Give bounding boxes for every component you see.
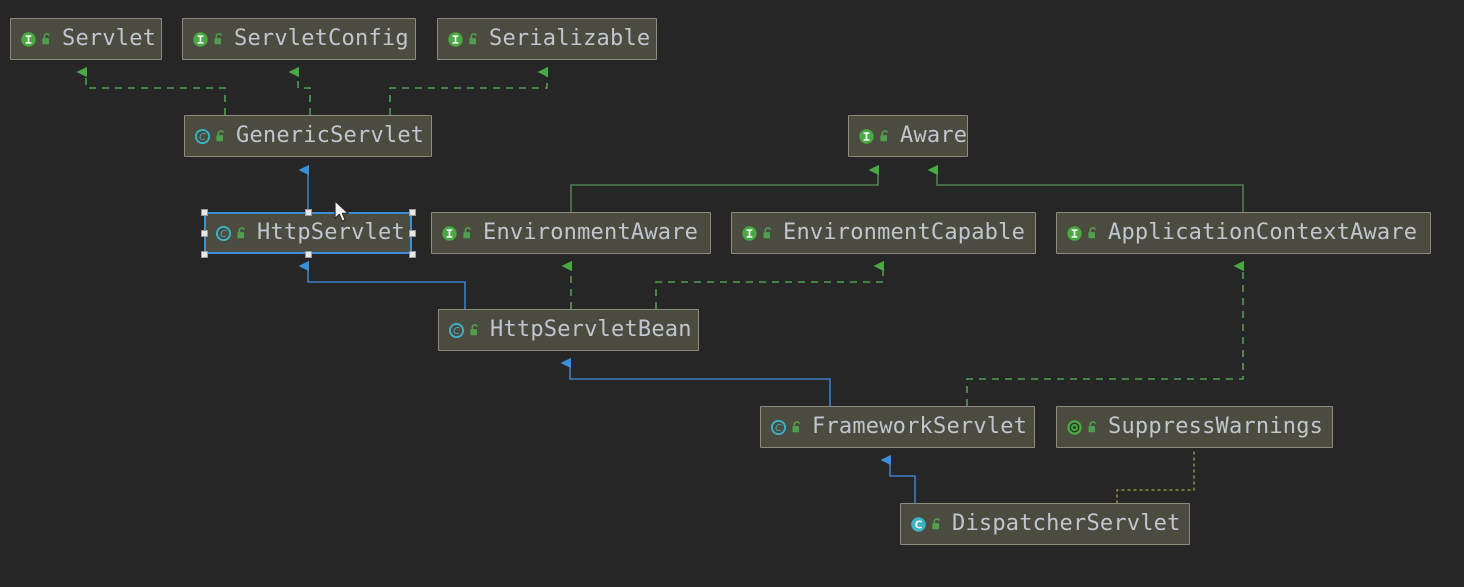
- edge-dispatcherservlet-to-suppresswarnings: [1116, 449, 1195, 504]
- unlocked-lock-icon: [880, 130, 888, 142]
- node-icons: C: [910, 516, 943, 533]
- resize-handle-s[interactable]: [304, 250, 312, 258]
- node-icons: C: [194, 128, 227, 145]
- interface-icon: [442, 225, 457, 241]
- annotation-icon: [1067, 419, 1082, 435]
- class-node-genericservlet[interactable]: C GenericServlet: [184, 115, 432, 157]
- class-node-label: ApplicationContextAware: [1108, 220, 1418, 245]
- resize-handle-e[interactable]: [408, 229, 416, 237]
- class-node-frameworkservlet[interactable]: C FrameworkServlet: [760, 406, 1035, 448]
- svg-text:C: C: [453, 326, 460, 337]
- abstract-class-icon: C: [448, 322, 465, 338]
- abstract-class-icon: C: [194, 128, 211, 144]
- edge-frameworkservlet-to-applicationcontextaware: [966, 260, 1244, 406]
- edge-genericservlet-to-servletconfig: [288, 66, 311, 115]
- interface-icon: [742, 225, 757, 241]
- resize-handle-w[interactable]: [200, 229, 208, 237]
- node-icons: C: [448, 322, 481, 339]
- class-node-label: Servlet: [62, 26, 157, 51]
- class-node-label: ServletConfig: [234, 26, 409, 51]
- unlocked-lock-icon: [470, 324, 478, 336]
- resize-handle-se[interactable]: [408, 250, 416, 258]
- class-node-label: DispatcherServlet: [952, 511, 1181, 536]
- class-node-dispatcherservlet[interactable]: C DispatcherServlet: [900, 503, 1190, 545]
- unlocked-lock-icon: [469, 33, 477, 45]
- unlocked-lock-icon: [1088, 227, 1096, 239]
- node-icons: [20, 31, 53, 48]
- resize-handle-ne[interactable]: [408, 208, 416, 216]
- edge-frameworkservlet-to-httpservletbean: [560, 357, 831, 406]
- node-icons: [192, 31, 225, 48]
- class-node-servletconfig[interactable]: ServletConfig: [182, 18, 416, 60]
- svg-text:C: C: [199, 132, 206, 143]
- resize-handle-n[interactable]: [304, 208, 312, 216]
- class-node-servlet[interactable]: Servlet: [10, 18, 162, 60]
- edge-genericservlet-to-serializable: [389, 66, 548, 115]
- unlocked-lock-icon: [214, 33, 222, 45]
- edge-applicationcontextaware-to-aware: [927, 164, 1244, 212]
- edge-environmentaware-to-aware: [570, 164, 879, 212]
- class-node-label: HttpServletBean: [490, 317, 692, 342]
- interface-icon: [448, 31, 463, 47]
- node-icons: [447, 31, 480, 48]
- interface-icon: [859, 128, 874, 144]
- abstract-class-icon: C: [770, 419, 787, 435]
- unlocked-lock-icon: [237, 227, 245, 239]
- interface-icon: [193, 31, 208, 47]
- class-node-aware[interactable]: Aware: [848, 115, 968, 157]
- class-node-httpservlet[interactable]: C HttpServlet: [204, 212, 412, 254]
- class-icon: C: [911, 516, 926, 532]
- unlocked-lock-icon: [763, 227, 771, 239]
- class-node-label: SuppressWarnings: [1108, 414, 1324, 439]
- node-icons: [858, 128, 891, 145]
- edge-genericservlet-to-servlet: [76, 66, 226, 115]
- edge-httpservletbean-to-environmentcapable: [655, 260, 884, 309]
- unlocked-lock-icon: [932, 518, 940, 530]
- abstract-class-icon: C: [215, 225, 232, 241]
- interface-icon: [21, 31, 36, 47]
- svg-text:C: C: [915, 519, 923, 531]
- node-icons: [741, 225, 774, 242]
- node-icons: [441, 225, 474, 242]
- class-node-label: EnvironmentAware: [483, 220, 699, 245]
- class-node-label: HttpServlet: [257, 220, 405, 245]
- interface-icon: [1067, 225, 1082, 241]
- class-node-environmentaware[interactable]: EnvironmentAware: [431, 212, 711, 254]
- node-icons: C: [770, 419, 803, 436]
- node-icons: C: [215, 225, 248, 242]
- svg-text:C: C: [220, 229, 227, 240]
- svg-text:C: C: [775, 423, 782, 434]
- unlocked-lock-icon: [216, 130, 224, 142]
- class-node-label: EnvironmentCapable: [783, 220, 1026, 245]
- unlocked-lock-icon: [42, 33, 50, 45]
- unlocked-lock-icon: [1088, 421, 1096, 433]
- class-node-serializable[interactable]: Serializable: [437, 18, 657, 60]
- resize-handle-sw[interactable]: [200, 250, 208, 258]
- edge-dispatcherservlet-to-frameworkservlet: [880, 454, 916, 503]
- class-node-httpservletbean[interactable]: C HttpServletBean: [438, 309, 699, 351]
- unlocked-lock-icon: [463, 227, 471, 239]
- unlocked-lock-icon: [792, 421, 800, 433]
- edge-httpservletbean-to-httpservlet: [298, 260, 466, 309]
- class-node-suppresswarnings[interactable]: SuppressWarnings: [1056, 406, 1333, 448]
- node-icons: [1066, 225, 1099, 242]
- class-node-label: Aware: [900, 123, 968, 148]
- class-node-applicationcontextaware[interactable]: ApplicationContextAware: [1056, 212, 1431, 254]
- class-node-label: Serializable: [489, 26, 651, 51]
- class-node-environmentcapable[interactable]: EnvironmentCapable: [731, 212, 1036, 254]
- class-node-label: FrameworkServlet: [812, 414, 1028, 439]
- class-node-label: GenericServlet: [236, 123, 425, 148]
- resize-handle-nw[interactable]: [200, 208, 208, 216]
- node-icons: [1066, 419, 1099, 436]
